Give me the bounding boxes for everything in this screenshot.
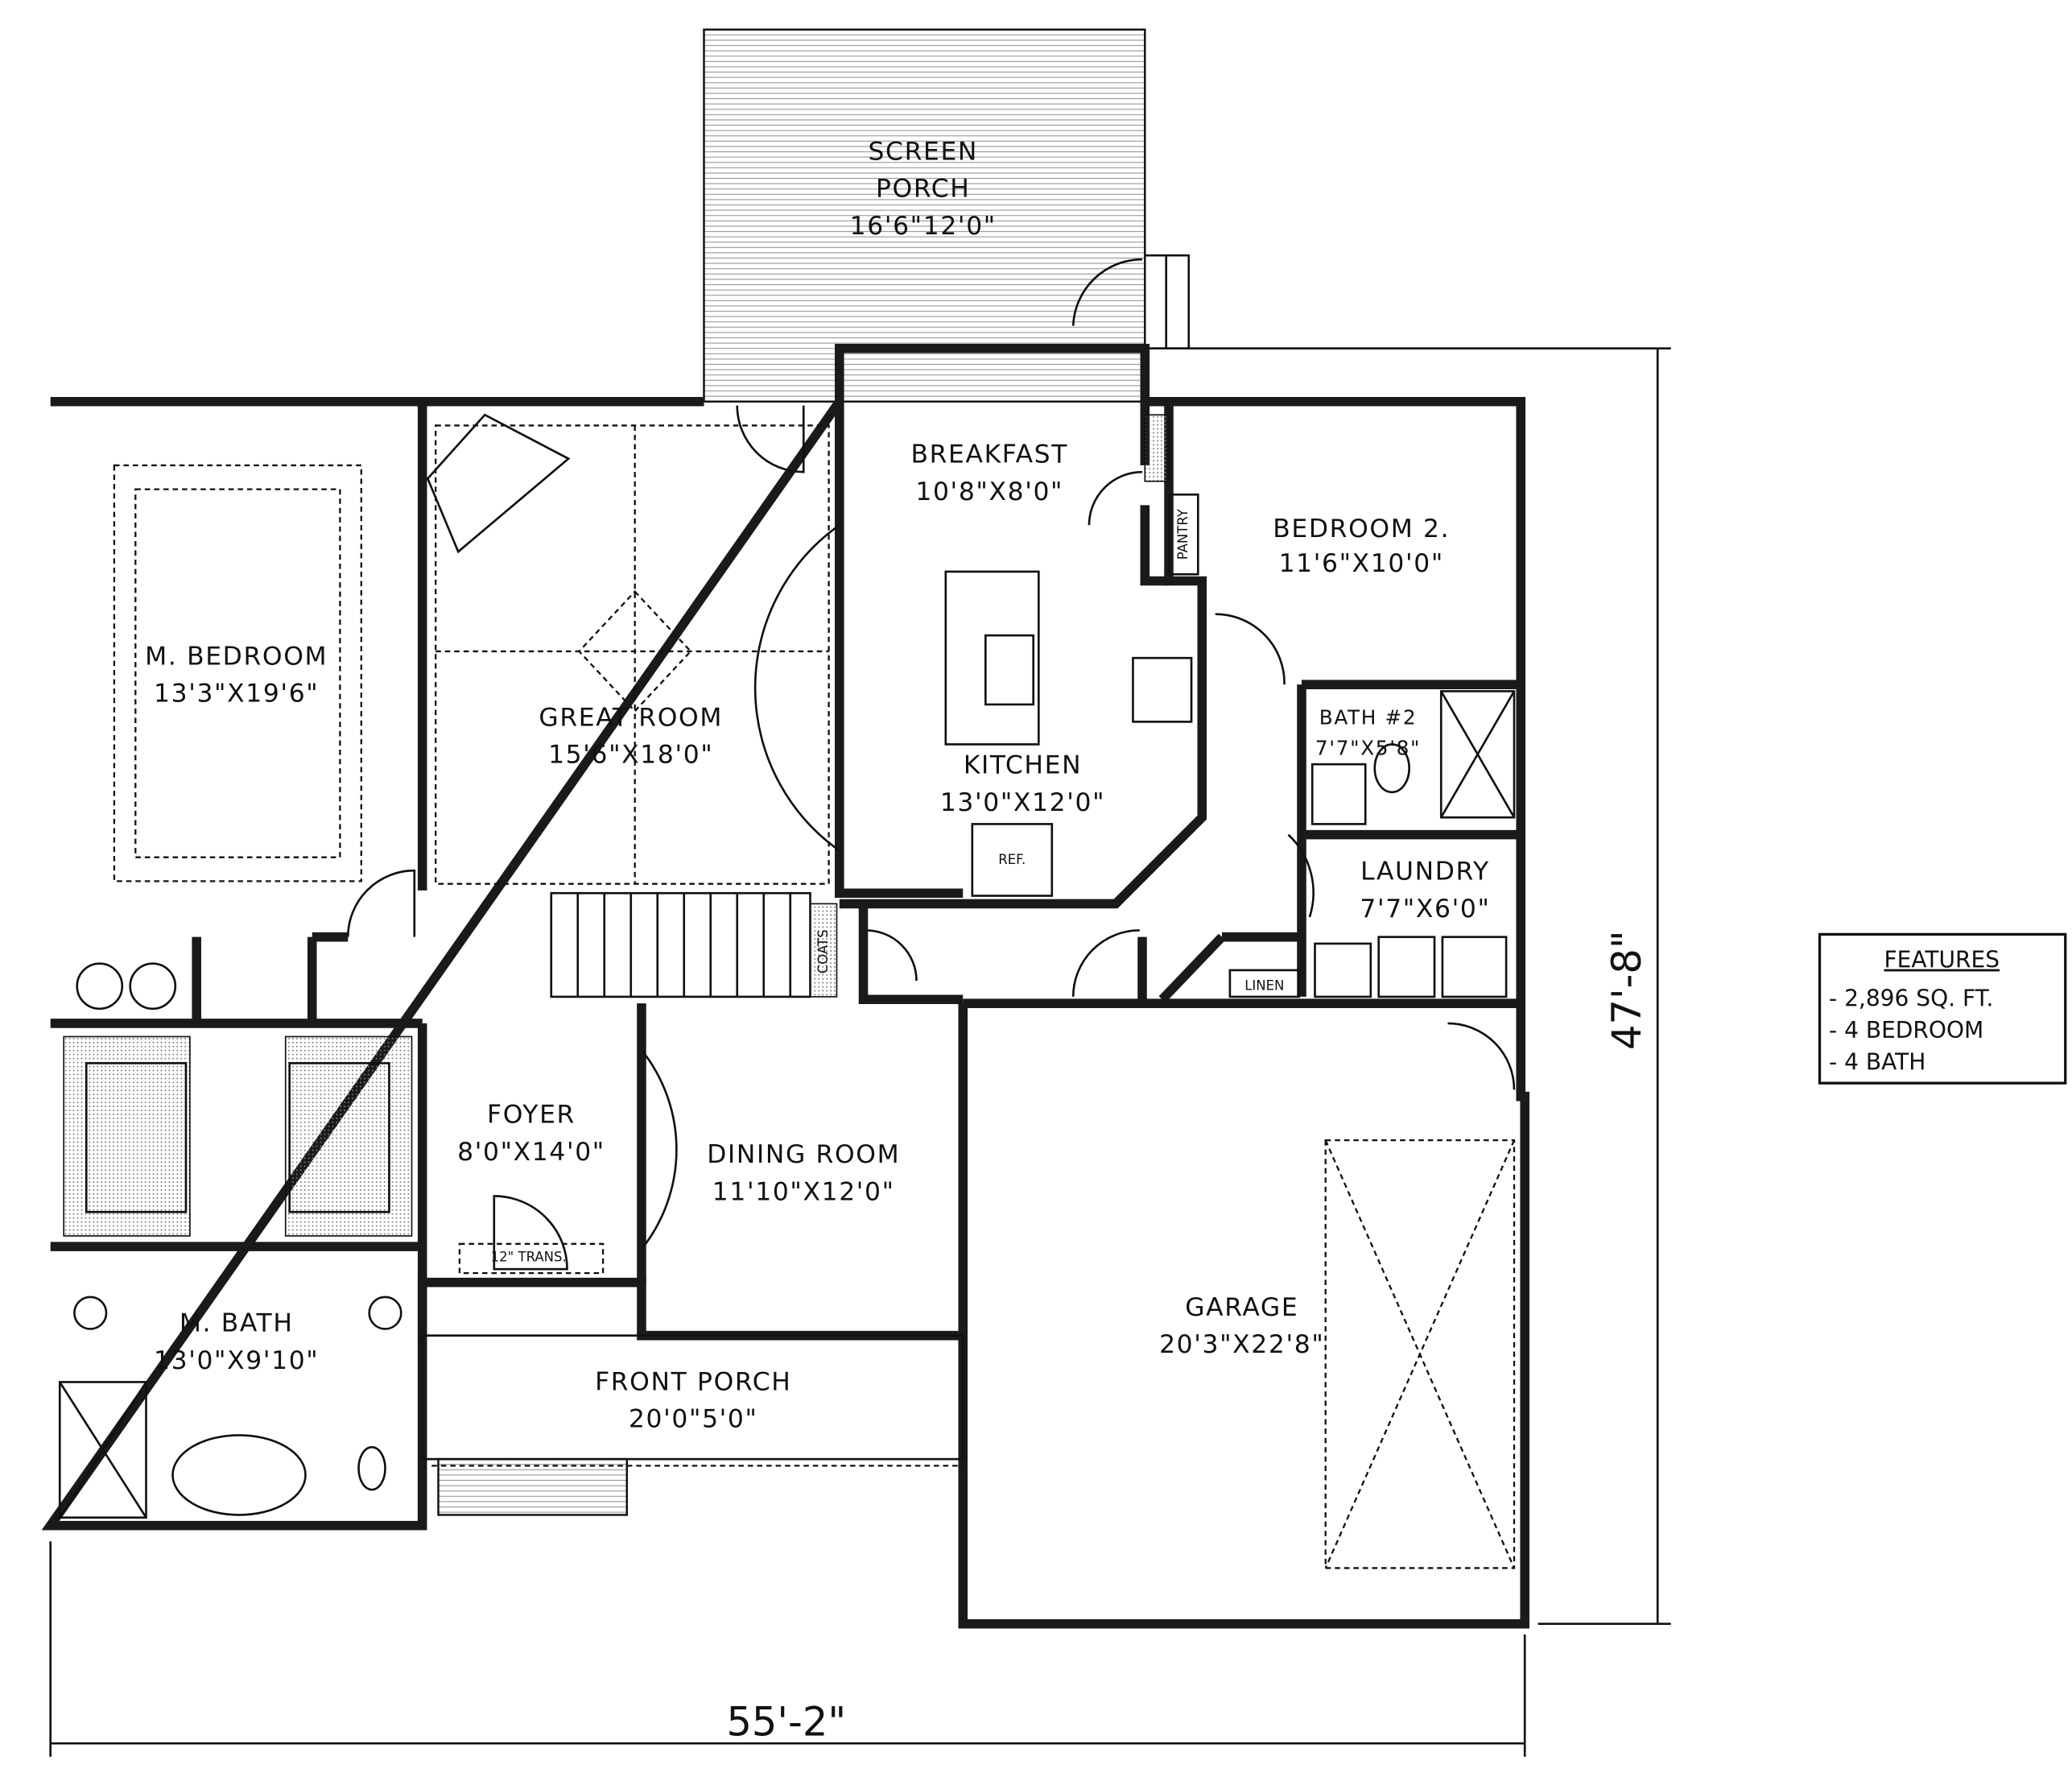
- washer-dryer-2: [129, 962, 177, 1011]
- refrigerator: [971, 823, 1054, 897]
- transom-window: [458, 1242, 605, 1275]
- foyer-size: 8'0"X14'0": [457, 1138, 605, 1167]
- bedroom2-label: BEDROOM 2.: [1273, 515, 1450, 544]
- front-porch-size: 20'0"5'0": [629, 1405, 758, 1434]
- transom-label: 12" TRANS.: [491, 1249, 567, 1264]
- fireplace: [426, 413, 571, 554]
- master-shower: [58, 1381, 147, 1519]
- linen-closet: [1228, 969, 1301, 998]
- garage-door-outline: [1324, 1139, 1516, 1569]
- great-room-label: GREAT ROOM: [539, 703, 723, 732]
- shower-drain: [59, 1381, 147, 1519]
- foyer-label: FOYER: [487, 1101, 576, 1130]
- master-bedroom-size: 13'3"X19'6": [154, 680, 319, 709]
- bath2-size: 7'7"X5'8": [1315, 737, 1421, 760]
- master-bath-label: M. BATH: [180, 1309, 294, 1338]
- great-room-ceiling: [435, 424, 830, 885]
- dining-room-label: DINING ROOM: [707, 1140, 900, 1169]
- tray-ceiling-inner: [134, 488, 341, 858]
- range: [1132, 656, 1193, 723]
- sink-left: [73, 1296, 108, 1330]
- master-bedroom-label: M. BEDROOM: [145, 642, 328, 671]
- breakfast-label: BREAKFAST: [910, 440, 1068, 469]
- master-closet-right: [284, 1035, 413, 1237]
- screen-porch-size: 16'6"12'0": [850, 212, 997, 241]
- laundry-size: 7'7"X6'0": [1360, 895, 1490, 924]
- front-porch-label: FRONT PORCH: [595, 1367, 791, 1396]
- pantry-label: PANTRY: [1175, 508, 1191, 560]
- bath2-shower: [1439, 690, 1516, 819]
- kitchen-island: [944, 570, 1040, 746]
- linen-label: LINEN: [1244, 978, 1284, 994]
- washer: [1377, 936, 1436, 998]
- features-title: FEATURES: [1884, 947, 2000, 973]
- bathtub: [171, 1434, 307, 1516]
- screen-porch-label: SCREEN: [868, 137, 978, 166]
- laundry-label: LAUNDRY: [1360, 858, 1490, 887]
- great-room-size: 15'6"X18'0": [548, 741, 713, 770]
- pantry: [1167, 493, 1199, 576]
- features-box: FEATURES - 2,896 SQ. FT. - 4 BEDROOM - 4…: [1818, 932, 2067, 1085]
- screen-porch-steps: [1145, 254, 1191, 350]
- front-porch-steps: [437, 1457, 629, 1516]
- bath2-sink: [1310, 763, 1367, 825]
- feature-bedrooms: - 4 BEDROOM: [1829, 1017, 1983, 1044]
- ref-label: REF.: [998, 852, 1026, 867]
- feature-baths: - 4 BATH: [1829, 1049, 1925, 1076]
- feature-sqft: - 2,896 SQ. FT.: [1829, 985, 1993, 1011]
- width-dimension: 55'-2": [726, 1698, 846, 1745]
- screen-porch-label-2: PORCH: [876, 175, 970, 204]
- breakfast-size: 10'8"X8'0": [915, 477, 1063, 506]
- dimension-lines: [49, 347, 1671, 1757]
- toilet: [357, 1445, 386, 1491]
- closet-floor-right: [288, 1062, 390, 1213]
- screen-porch-floor: [703, 28, 1146, 403]
- bedroom2-size: 11'6"X10'0": [1279, 549, 1444, 578]
- front-porch-floor: [421, 1334, 964, 1461]
- kitchen-sink: [984, 634, 1035, 706]
- garage-size: 20'3"X22'8": [1159, 1330, 1324, 1359]
- wall-chase: [1144, 414, 1170, 482]
- laundry-sink: [1314, 942, 1372, 998]
- washer-dryer: [76, 962, 124, 1011]
- coats-closet: [809, 903, 838, 998]
- bath2-label: BATH #2: [1319, 706, 1418, 730]
- master-bath-size: 13'0"X9'10": [154, 1346, 319, 1375]
- dryer: [1441, 936, 1508, 998]
- door-swings: [346, 258, 1516, 1271]
- depth-dimension: 47'-8": [1604, 930, 1650, 1050]
- room-labels: SCREEN PORCH 16'6"12'0" BREAKFAST 10'8"X…: [145, 137, 1490, 1434]
- tray-ceiling: [113, 464, 362, 882]
- sink-right: [368, 1296, 402, 1330]
- kitchen-size: 13'0"X12'0": [940, 788, 1105, 817]
- closet-floor-left: [85, 1062, 188, 1213]
- staircase: [550, 891, 811, 998]
- bath2-toilet: [1373, 743, 1410, 794]
- garage-label: GARAGE: [1185, 1293, 1298, 1322]
- coats-label: COATS: [815, 929, 831, 973]
- master-closet-left: [63, 1035, 191, 1237]
- kitchen-label: KITCHEN: [964, 751, 1082, 780]
- dining-room-size: 11'10"X12'0": [712, 1177, 895, 1206]
